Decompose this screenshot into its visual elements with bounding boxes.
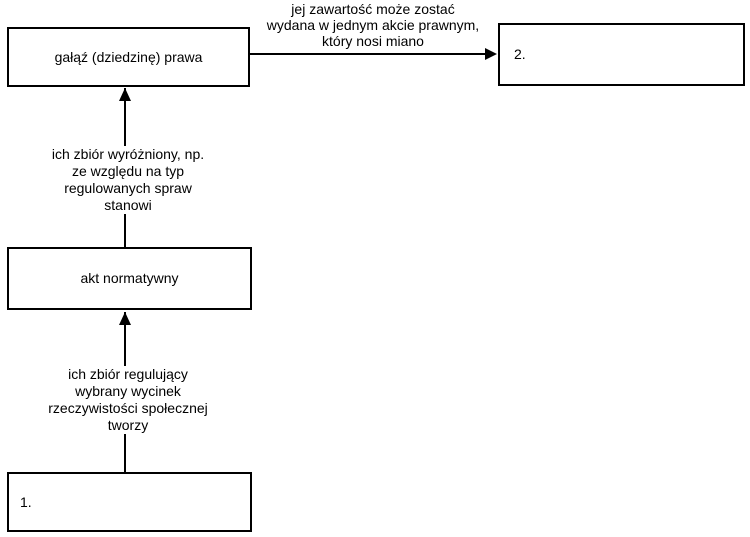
node-blank-2: 2.: [498, 23, 745, 86]
edge-label-galaz-to-blank2: jej zawartość może zostać wydana w jedny…: [266, 1, 480, 49]
arrowhead-right-icon: [485, 48, 497, 60]
node-blank-2-label: 2.: [514, 46, 526, 62]
arrowhead-up-icon: [119, 312, 131, 325]
edge-label-blank1-to-akt: ich zbiór regulujący wybrany wycinek rze…: [36, 366, 220, 434]
node-akt-label: akt normatywny: [80, 270, 179, 286]
node-galaz-prawa: gałąź (dziedzinę) prawa: [7, 27, 250, 87]
edge-label-akt-to-galaz: ich zbiór wyróżniony, np. ze względu na …: [38, 146, 218, 214]
arrowhead-up-icon: [119, 88, 131, 101]
node-akt-normatywny: akt normatywny: [7, 247, 252, 310]
node-blank-1: 1.: [7, 472, 252, 532]
node-galaz-label: gałąź (dziedzinę) prawa: [54, 48, 203, 65]
connector-galaz-to-blank2: [250, 53, 486, 55]
node-blank-1-label: 1.: [20, 493, 32, 510]
